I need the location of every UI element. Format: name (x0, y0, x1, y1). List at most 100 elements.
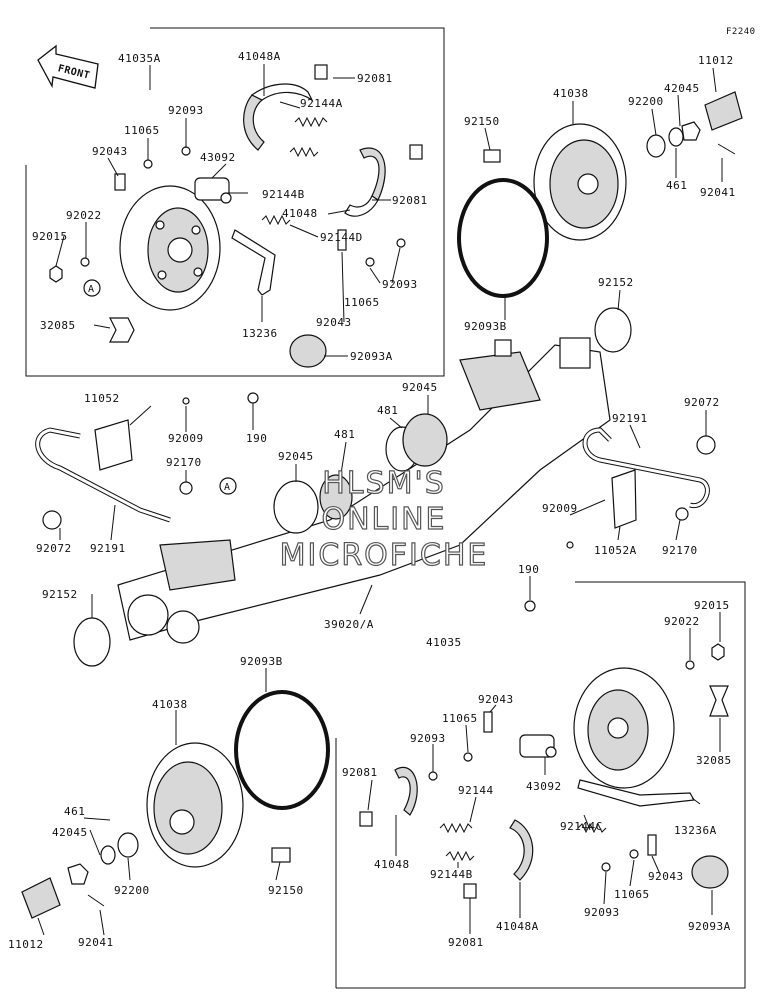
brake-rods: A (35, 392, 716, 612)
label-92022-b: 92022 (664, 615, 700, 628)
label-32085-a: 32085 (40, 319, 76, 332)
label-92045-b: 92045 (278, 450, 314, 463)
watermark-line-1: HLSM'S (322, 466, 446, 501)
label-41048A-b: 41048A (496, 920, 539, 933)
label-92191-a: 92191 (90, 542, 126, 555)
label-41035A: 41035A (118, 52, 161, 65)
brake-shoes-right (359, 767, 607, 899)
label-92072-b: 92072 (684, 396, 720, 409)
group-outline-right (336, 581, 746, 989)
label-92200-b: 92200 (114, 884, 150, 897)
label-92081-a: 92081 (357, 72, 393, 85)
label-92152-a: 92152 (598, 276, 634, 289)
label-11012-b: 11012 (8, 938, 44, 951)
label-481-b: 481 (334, 428, 355, 441)
label-11065-b: 11065 (344, 296, 380, 309)
label-92144: 92144 (458, 784, 494, 797)
label-11052: 11052 (84, 392, 120, 405)
hub-parts-lower (21, 832, 291, 919)
label-461-b: 461 (64, 805, 85, 818)
clips-left (314, 64, 423, 160)
part-labels: 41035A 41048A 92081 92144A 92093 11065 9… (8, 50, 736, 951)
label-92015-a: 92015 (32, 230, 68, 243)
brake-drum-upper (533, 123, 627, 241)
label-43092-a: 43092 (200, 151, 236, 164)
label-11065-c: 11065 (442, 712, 478, 725)
label-11012-a: 11012 (698, 54, 734, 67)
label-41048A: 41048A (238, 50, 281, 63)
label-41048-b: 41048 (374, 858, 410, 871)
label-13236: 13236 (242, 327, 278, 340)
callout-a-center: A (224, 482, 231, 493)
label-39020A: 39020/A (324, 618, 374, 631)
label-41038-a: 41038 (553, 87, 589, 100)
backing-plate-right (573, 667, 675, 789)
label-92072-a: 92072 (36, 542, 72, 555)
bearings-center (73, 307, 632, 667)
watermark-line-2: ONLINE (321, 502, 446, 537)
label-41048-a: 41048 (282, 207, 318, 220)
small-parts-right (428, 643, 729, 889)
label-92152-b: 92152 (42, 588, 78, 601)
label-92041-a: 92041 (700, 186, 736, 199)
label-481-a: 481 (377, 404, 398, 417)
label-32085-b: 32085 (696, 754, 732, 767)
drum-seal-lower (234, 690, 330, 810)
brake-shoe-upper (243, 83, 314, 151)
callout-a-left: A (88, 284, 95, 295)
label-11065-d: 11065 (614, 888, 650, 901)
label-92045-a: 92045 (402, 381, 438, 394)
drum-seal-upper (457, 178, 549, 298)
wheel-cylinder-right (519, 734, 557, 758)
leader-lines (37, 64, 723, 936)
label-41038-b: 41038 (152, 698, 188, 711)
label-92144B-a: 92144B (262, 188, 305, 201)
watermark-line-3: MICROFICHE (280, 538, 489, 573)
label-92093-a: 92093 (168, 104, 204, 117)
label-11065-a: 11065 (124, 124, 160, 137)
label-43092-b: 43092 (526, 780, 562, 793)
label-92009-a: 92009 (168, 432, 204, 445)
brake-shoe-lower (344, 147, 386, 217)
label-92093A-a: 92093A (350, 350, 393, 363)
label-92150-b: 92150 (268, 884, 304, 897)
label-92144C: 92144C (560, 820, 603, 833)
label-92009-b: 92009 (542, 502, 578, 515)
label-92200-a: 92200 (628, 95, 664, 108)
group-outline-left (25, 27, 445, 377)
label-92043-d: 92043 (648, 870, 684, 883)
hub-parts-upper (483, 91, 743, 163)
label-92093-d: 92093 (584, 906, 620, 919)
label-13236A: 13236A (674, 824, 717, 837)
label-92191-b: 92191 (612, 412, 648, 425)
lever-left (231, 229, 276, 296)
label-461-a: 461 (666, 179, 687, 192)
label-92081-c: 92081 (342, 766, 378, 779)
label-42045-a: 42045 (664, 82, 700, 95)
label-92022-a: 92022 (66, 209, 102, 222)
label-92170-b: 92170 (662, 544, 698, 557)
label-92093A-b: 92093A (688, 920, 731, 933)
front-arrow-icon: FRONT (37, 44, 99, 89)
watermark: HLSM'S ONLINE MICROFICHE (279, 465, 489, 573)
backing-plate-left (119, 185, 221, 311)
label-92093B-b: 92093B (240, 655, 283, 668)
label-190-b: 190 (518, 563, 539, 576)
label-92043-b: 92043 (316, 316, 352, 329)
label-41035: 41035 (426, 636, 462, 649)
label-92043-a: 92043 (92, 145, 128, 158)
label-11052A: 11052A (594, 544, 637, 557)
wheel-cylinder-left (194, 177, 232, 204)
label-92170-a: 92170 (166, 456, 202, 469)
label-92015-b: 92015 (694, 599, 730, 612)
brake-drum-lower (146, 742, 244, 868)
springs-left (261, 116, 328, 226)
small-parts-left: A (49, 146, 406, 368)
label-92093-c: 92093 (410, 732, 446, 745)
label-92144D: 92144D (320, 231, 363, 244)
label-42045-b: 42045 (52, 826, 88, 839)
label-92081-b: 92081 (392, 194, 428, 207)
label-92043-c: 92043 (478, 693, 514, 706)
label-92150-a: 92150 (464, 115, 500, 128)
page-code: F2240 (726, 27, 756, 37)
